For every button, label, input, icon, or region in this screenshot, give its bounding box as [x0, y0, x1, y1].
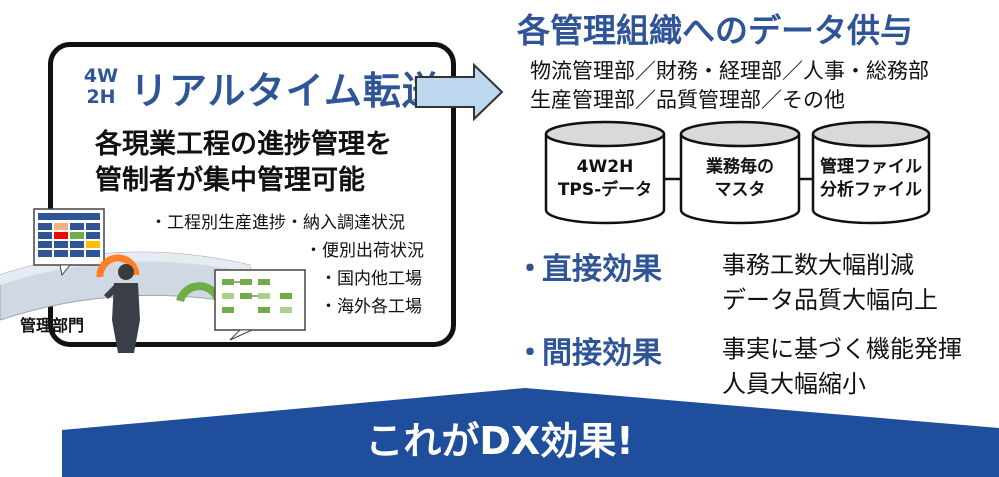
database-label-analysis: 管理ファイル 分析ファイル	[813, 156, 929, 202]
database-cylinder-master	[679, 120, 801, 225]
indirect-effect-label: 間接効果	[542, 336, 662, 371]
bullet-domestic-plants: ・国内他工場	[320, 269, 422, 289]
database-cylinder-4w2h	[544, 120, 666, 225]
manager-person	[104, 264, 140, 353]
database-label-line: 業務毎の	[706, 157, 774, 177]
realtime-title: リアルタイム転送	[130, 69, 441, 113]
effect-bullet-direct: ・	[515, 252, 545, 287]
data-provision-title: 各管理組織へのデータ供与	[517, 11, 913, 50]
dx-effect-text: これがDX効果!	[365, 419, 634, 463]
indirect-effect-line2: 人員大幅縮小	[722, 370, 866, 398]
indirect-effect-line1: 事実に基づく機能発揮	[722, 335, 962, 363]
direct-effect-label: 直接効果	[542, 252, 662, 287]
database-label-line: 分析ファイル	[820, 180, 922, 200]
database-cylinders	[544, 120, 931, 225]
badge-top: 4W	[83, 65, 119, 87]
flow-monitor	[214, 269, 306, 341]
direct-effect-line2: データ品質大幅向上	[722, 286, 938, 314]
control-room-illustration	[0, 208, 306, 353]
bullet-shipping-status: ・便別出荷状況	[305, 241, 424, 261]
database-cylinder-analysis	[811, 120, 931, 225]
database-label-line: 4W2H	[576, 157, 634, 177]
departments-line1: 物流管理部／財務・経理部／人事・総務部	[530, 59, 929, 83]
status-monitor	[33, 208, 105, 277]
direct-effect-line1: 事務工数大幅削減	[722, 251, 914, 279]
management-dept-label: 管理部門	[20, 316, 85, 335]
database-label-master: 業務毎の マスタ	[681, 156, 799, 202]
headline-line2: 管制者が集中管理可能	[95, 165, 365, 196]
database-label-line: TPS-データ	[557, 180, 653, 200]
database-label-4w2h: 4W2H TPS-データ	[546, 156, 664, 202]
dx-effect-banner	[62, 388, 999, 477]
departments-line2: 生産管理部／品質管理部／その他	[530, 88, 845, 112]
badge-bottom: 2H	[86, 86, 116, 108]
bullet-production-progress: ・工程別生産進捗・納入調達状況	[150, 213, 405, 233]
headline-line1: 各現業工程の進捗管理を	[95, 129, 392, 160]
4w2h-badge: 4W 2H	[80, 66, 122, 108]
transfer-arrow	[415, 63, 504, 121]
bullet-overseas-plants: ・海外各工場	[320, 297, 422, 317]
gauge-left	[96, 254, 140, 278]
database-label-line: マスタ	[714, 180, 766, 200]
effect-bullet-indirect: ・	[515, 336, 545, 371]
database-label-line: 管理ファイル	[820, 157, 922, 177]
